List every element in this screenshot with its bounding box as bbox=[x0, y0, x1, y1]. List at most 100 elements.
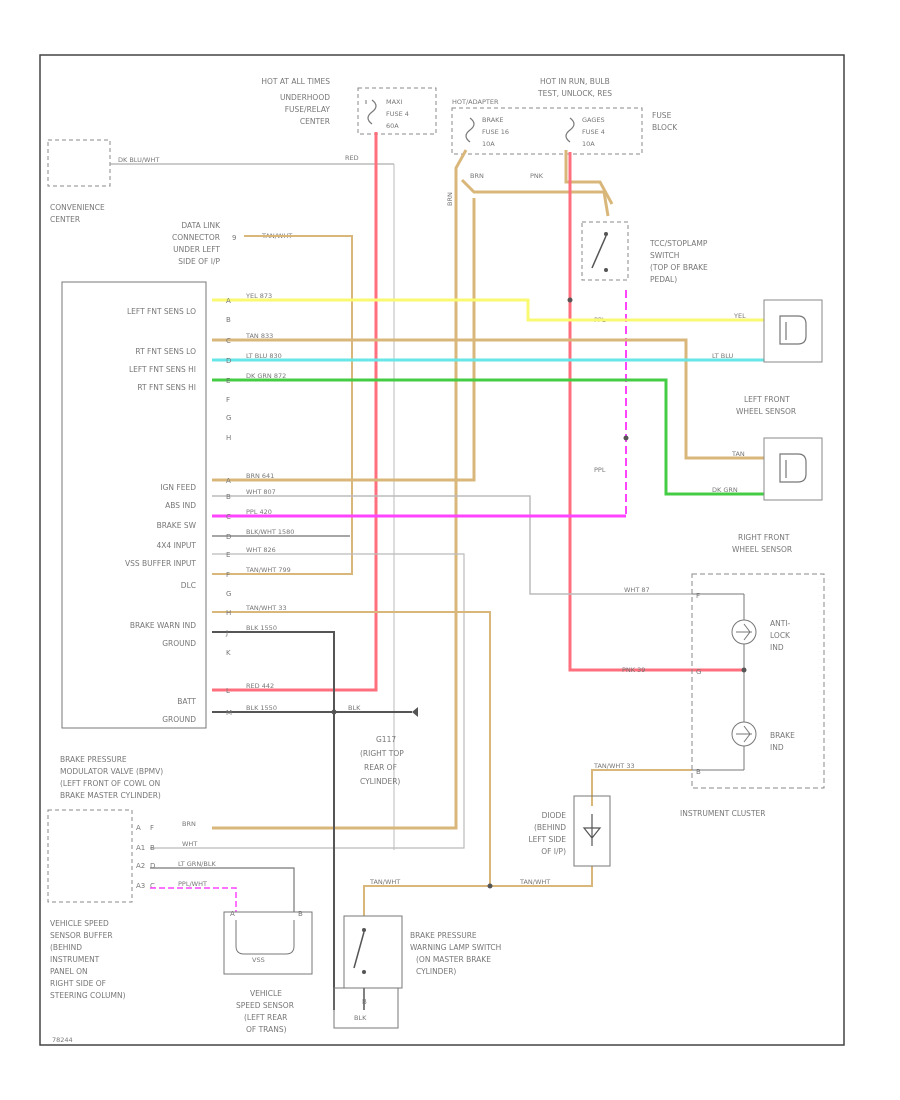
bpmv-label-line: BRAKE PRESSURE bbox=[60, 755, 127, 764]
pin-letter: C bbox=[150, 882, 155, 890]
fuse-header-line: HOT IN RUN, BULB bbox=[540, 77, 610, 86]
brake-warn-line: (ON MASTER BRAKE bbox=[416, 955, 491, 964]
module-label: DLC bbox=[181, 581, 196, 590]
fuse-header-line: CENTER bbox=[300, 117, 330, 126]
ground-symbol-g117 bbox=[412, 707, 418, 717]
pnk-wire bbox=[564, 150, 614, 205]
vss-buffer-box bbox=[47, 809, 133, 903]
pin-letter: A bbox=[226, 477, 231, 485]
pin-letter: D bbox=[150, 862, 155, 870]
pin-letter: B bbox=[150, 844, 155, 852]
pin-letter: D bbox=[226, 533, 231, 541]
fuse-header-line: FUSE/RELAY bbox=[285, 105, 331, 114]
gages-fuse-symbol bbox=[565, 117, 575, 143]
fuse-label: FUSE 4 bbox=[582, 128, 605, 136]
convenience-center-label: CENTER bbox=[50, 215, 80, 224]
dlc-label: SIDE OF I/P bbox=[178, 257, 220, 266]
wire-label: WHT 807 bbox=[246, 488, 276, 496]
vss-buffer-line: INSTRUMENT bbox=[50, 955, 100, 964]
pin-letter: A3 bbox=[136, 882, 145, 890]
pin-letter: G bbox=[226, 414, 231, 422]
stoplamp-switch-box bbox=[581, 221, 629, 281]
indicator-label: IND bbox=[770, 643, 784, 652]
vss-buffer-pins: A F A1 B A2 D A3 C BRN WHT LT GRN/BLK PP… bbox=[136, 820, 216, 890]
wheel-sensor-icon bbox=[779, 453, 807, 483]
pin-letter: B bbox=[226, 493, 231, 501]
module-label: IGN FEED bbox=[160, 483, 196, 492]
ground-name: G117 bbox=[376, 735, 396, 744]
gages-fuse-4: GAGES FUSE 4 10A bbox=[582, 116, 605, 148]
pin-letter: H bbox=[226, 609, 231, 617]
diode-label-line: LEFT SIDE bbox=[528, 835, 566, 844]
switch-contact bbox=[353, 931, 365, 969]
vss-buffer-label: VEHICLE SPEED SENSOR BUFFER (BEHIND INST… bbox=[50, 919, 126, 1000]
brn-ign-feed-wire bbox=[212, 198, 476, 482]
brake-fuse-symbol bbox=[465, 117, 475, 143]
splice-dot bbox=[567, 297, 573, 303]
module-label: LEFT FNT SENS HI bbox=[129, 365, 196, 374]
g117-label: G117 (RIGHT TOP REAR OF CYLINDER) bbox=[360, 735, 404, 786]
sensor-label: LEFT FRONT bbox=[744, 395, 790, 404]
vss-inner-label: VSS bbox=[252, 956, 265, 964]
brn-wire-to-switch bbox=[460, 178, 610, 217]
bulb-icon bbox=[736, 623, 752, 641]
module-label: VSS BUFFER INPUT bbox=[125, 559, 196, 568]
pin-letter: M bbox=[226, 709, 232, 717]
module-label: BRAKE WARN IND bbox=[130, 621, 196, 630]
wire-label: WHT 87 bbox=[624, 586, 650, 594]
fuse-label: FUSE 16 bbox=[482, 128, 509, 136]
wire-label: LT BLU 830 bbox=[246, 352, 282, 360]
pin-letter: D bbox=[226, 357, 231, 365]
wire-label: TAN/WHT 799 bbox=[245, 566, 291, 574]
diode-label: DIODE (BEHIND LEFT SIDE OF I/P) bbox=[528, 811, 566, 856]
pin-letter: A2 bbox=[136, 862, 145, 870]
pin-letter: B bbox=[362, 998, 367, 1006]
wire-label: BLK bbox=[354, 1014, 367, 1022]
diode-label-line: OF I/P) bbox=[541, 847, 566, 856]
tan-wht-cluster-wire bbox=[591, 769, 692, 806]
pin-letter: K bbox=[226, 649, 231, 657]
wire-label: BRN bbox=[470, 172, 484, 180]
cluster-title: INSTRUMENT CLUSTER bbox=[680, 809, 765, 818]
module-label: ABS IND bbox=[165, 501, 196, 510]
tan-wht-dlc-wire bbox=[212, 235, 353, 575]
switch-label: (TOP OF BRAKE bbox=[650, 263, 708, 272]
hot-adapter-label: HOT/ADAPTER bbox=[452, 98, 499, 106]
vss-buffer-line: RIGHT SIDE OF bbox=[50, 979, 106, 988]
vss-coil-icon bbox=[235, 920, 295, 955]
ground-desc: (RIGHT TOP bbox=[360, 749, 404, 758]
fuse-label: GAGES bbox=[582, 116, 605, 124]
fuse-block-label: FUSE bbox=[652, 111, 672, 120]
right-wire-labels: YEL LT BLU TAN DK GRN WHT 87 TAN/WHT 33 … bbox=[369, 312, 746, 886]
wire-label: BRN bbox=[446, 192, 454, 206]
module-label: GROUND bbox=[162, 715, 196, 724]
wire-label: TAN/WHT bbox=[369, 878, 400, 886]
convenience-center-label: CONVENIENCE bbox=[50, 203, 105, 212]
wht-abs-wire bbox=[212, 495, 692, 595]
left-front-wheel-sensor bbox=[763, 299, 823, 363]
splice-dot bbox=[331, 709, 337, 715]
switch-node bbox=[362, 970, 366, 974]
fuse-label: 60A bbox=[386, 122, 399, 130]
fuse-block-box bbox=[451, 107, 643, 155]
fuse-header-line: UNDERHOOD bbox=[280, 93, 330, 102]
diode-label-line: (BEHIND bbox=[534, 823, 566, 832]
switch-node bbox=[604, 268, 608, 272]
wire-label: BLK 1550 bbox=[246, 704, 277, 712]
instrument-cluster bbox=[691, 573, 825, 789]
module-label: BRAKE SW bbox=[157, 521, 197, 530]
brake-warn-line: CYLINDER) bbox=[416, 967, 456, 976]
wire-label: YEL bbox=[733, 312, 746, 320]
convenience-center-box bbox=[47, 139, 111, 187]
module-label: RT FNT SENS HI bbox=[137, 383, 196, 392]
abs-control-module bbox=[61, 281, 207, 729]
wire-label: PPL/WHT bbox=[178, 880, 207, 888]
fuse-label: BRAKE bbox=[482, 116, 504, 124]
wire-label: DK GRN bbox=[712, 486, 738, 494]
diode bbox=[573, 795, 611, 867]
wire-label: PNK 39 bbox=[622, 666, 645, 674]
ground-desc: REAR OF bbox=[364, 763, 397, 772]
right-front-wheel-sensor bbox=[763, 437, 823, 501]
pin-letter: L bbox=[226, 687, 230, 695]
stoplamp-switch-label: TCC/STOPLAMP SWITCH (TOP OF BRAKE PEDAL) bbox=[649, 239, 708, 284]
